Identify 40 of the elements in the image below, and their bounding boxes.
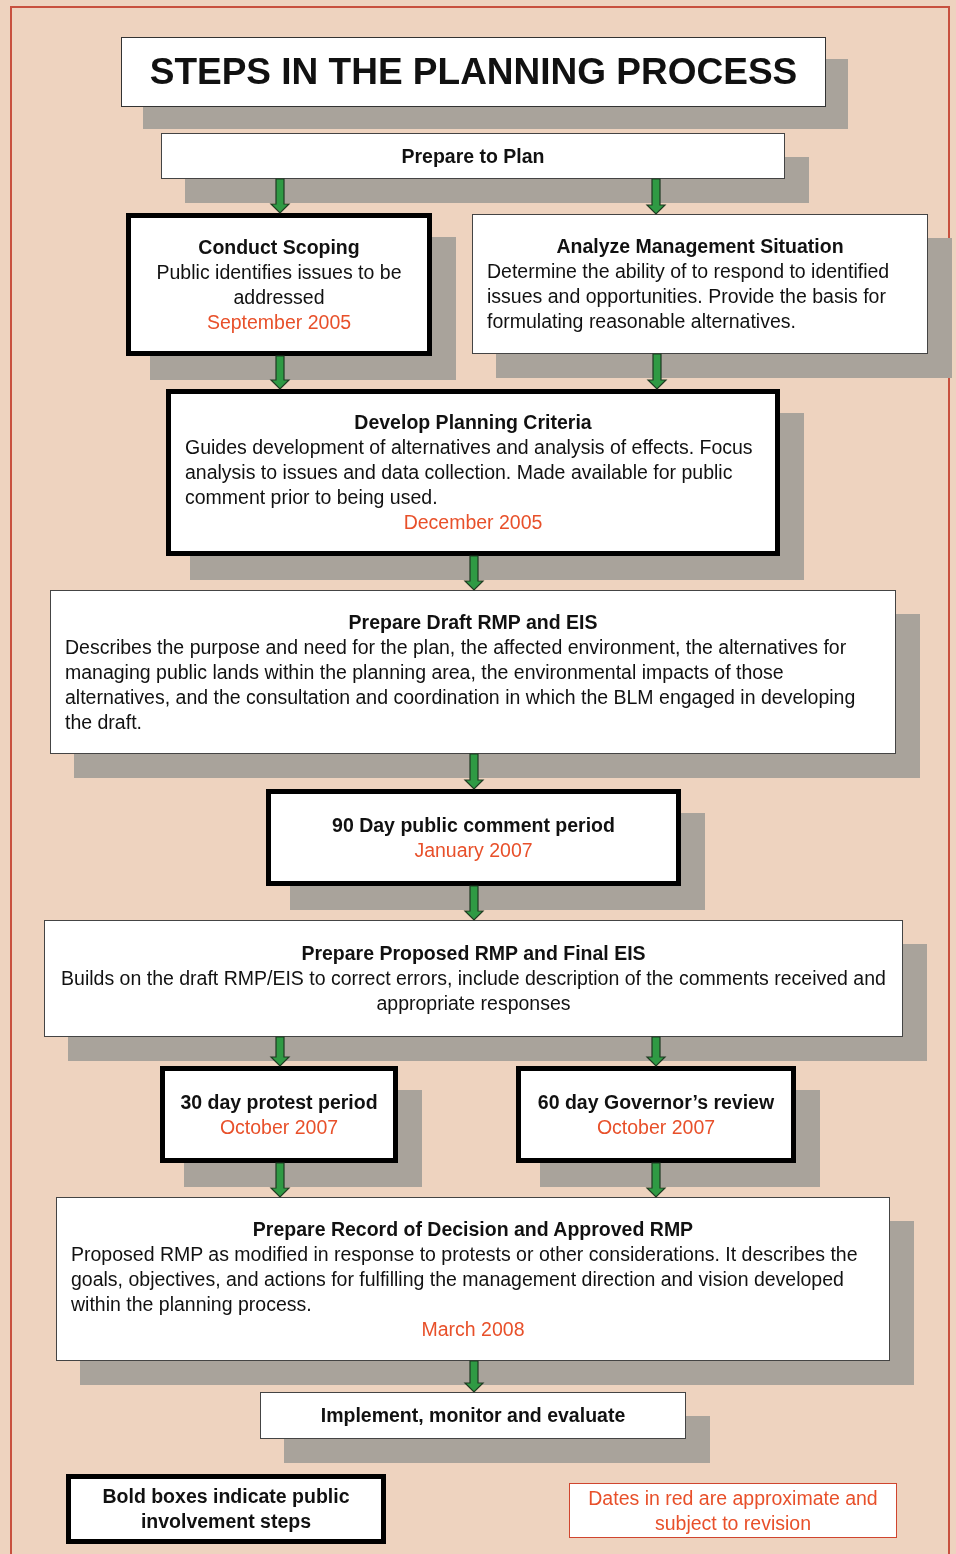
arrow xyxy=(463,555,485,591)
step-description: Proposed RMP as modified in response to protests or other considerations. It describes the goals, objectives, and actions for fulfilling the management direction and vision developed within the planning process. xyxy=(71,1241,859,1317)
date-text: December 2005 xyxy=(402,510,544,535)
step-description: Guides development of alternatives and analysis of effects. Focus analysis to issues and data collection. Made available for public comment prior to being used. xyxy=(185,435,754,510)
date-text: September 2005 xyxy=(205,309,353,335)
arrow xyxy=(646,353,668,390)
arrow xyxy=(645,178,667,215)
note-box xyxy=(66,1474,386,1544)
date-text: January 2007 xyxy=(413,837,534,863)
note-text: Bold boxes indicate public involvement steps xyxy=(101,1484,351,1534)
arrow xyxy=(269,1036,291,1067)
step-description: Describes the purpose and need for the plan, the affected environment, the alternatives for managing public lands within the planning area, the environmental impacts of those alternatives, and the consultation and coordination in which the BLM engaged in developing the draft. xyxy=(65,634,857,735)
step-heading: Implement, monitor and evaluate xyxy=(319,1403,627,1428)
date-text: October 2007 xyxy=(595,1114,717,1140)
note-box xyxy=(569,1483,897,1538)
arrow xyxy=(463,753,485,790)
step-description: Determine the ability of to respond to identified issues and opportunities. Provide the basis for formulating reasonable alternatives. xyxy=(487,259,891,334)
arrow xyxy=(269,178,291,214)
arrow xyxy=(269,355,291,390)
date-text: October 2007 xyxy=(218,1114,340,1140)
step-heading: Conduct Scoping xyxy=(197,234,361,260)
title: STEPS IN THE PLANNING PROCESS xyxy=(149,50,798,95)
step-heading: Develop Planning Criteria xyxy=(353,410,593,435)
step-description: Builds on the draft RMP/EIS to correct errors, include description of the comments received and appropriate responses xyxy=(60,966,887,1016)
step-heading: Analyze Management Situation xyxy=(555,234,845,259)
step-heading: 60 day Governor’s review xyxy=(536,1089,776,1115)
arrow xyxy=(463,885,485,921)
arrow xyxy=(269,1162,291,1198)
step-heading: Prepare to Plan xyxy=(400,143,546,169)
arrow xyxy=(645,1162,667,1198)
arrow xyxy=(645,1036,667,1067)
date-text: March 2008 xyxy=(420,1316,526,1342)
step-heading: 90 Day public comment period xyxy=(331,812,616,838)
step-heading: 30 day protest period xyxy=(179,1089,379,1115)
step-heading: Prepare Draft RMP and EIS xyxy=(347,609,599,635)
step-description: Public identifies issues to be addressed xyxy=(155,259,403,310)
step-heading: Prepare Record of Decision and Approved RMP xyxy=(251,1216,695,1242)
arrow xyxy=(463,1360,485,1393)
date-text: Dates in red are approximate and subject to revision xyxy=(587,1485,879,1536)
step-heading: Prepare Proposed RMP and Final EIS xyxy=(300,941,647,966)
